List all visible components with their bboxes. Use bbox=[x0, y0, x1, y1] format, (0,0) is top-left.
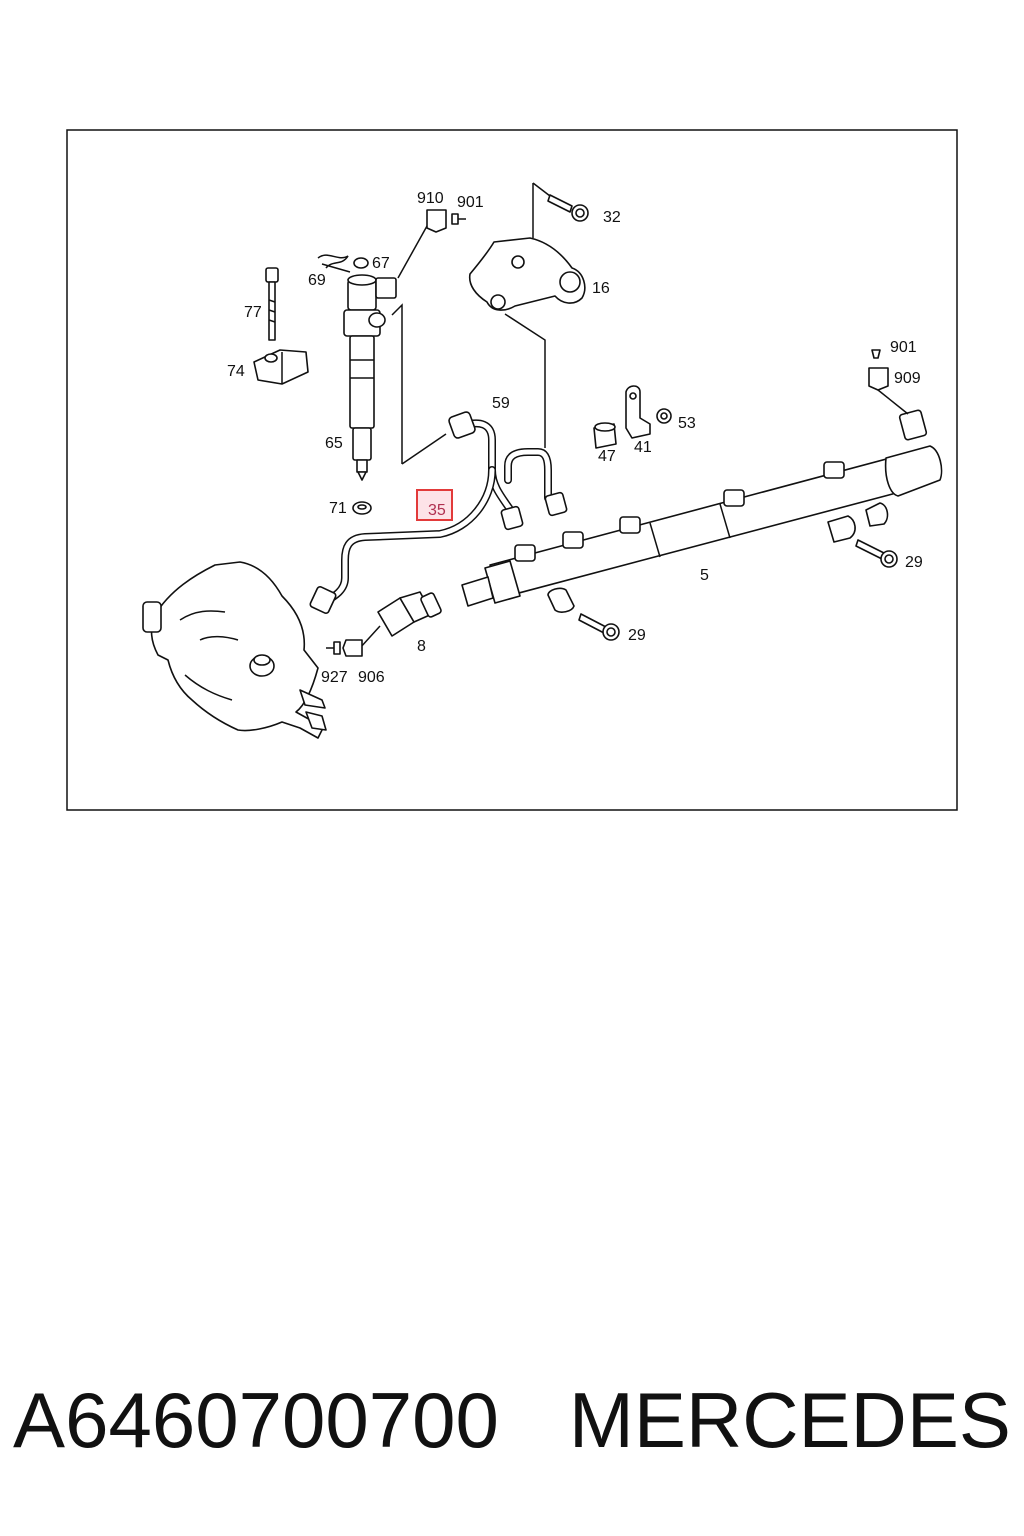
caption: A6460700700 MERCEDES bbox=[0, 1370, 1024, 1470]
bolt-32 bbox=[547, 194, 589, 222]
plug-901 bbox=[451, 213, 466, 225]
clip-47 bbox=[593, 422, 617, 449]
connector-909 bbox=[868, 367, 889, 391]
part-number: A6460700700 bbox=[13, 1375, 499, 1464]
label-67: 67 bbox=[372, 255, 390, 272]
clamp-74 bbox=[253, 349, 309, 385]
fuel-line-35 bbox=[309, 466, 496, 615]
plug-901-right bbox=[871, 349, 881, 359]
bolt-29-upper bbox=[855, 539, 898, 568]
label-5: 5 bbox=[700, 567, 709, 584]
diagram-frame bbox=[66, 129, 958, 811]
fuel-rail-5 bbox=[461, 409, 943, 613]
label-65: 65 bbox=[325, 435, 343, 452]
label-906: 906 bbox=[358, 669, 385, 686]
connector-910 bbox=[426, 209, 447, 233]
washer-67 bbox=[353, 257, 369, 269]
label-16: 16 bbox=[592, 280, 610, 297]
high-pressure-pump bbox=[142, 561, 327, 739]
bracket-41 bbox=[625, 385, 651, 439]
clip-69 bbox=[317, 254, 351, 273]
label-77: 77 bbox=[244, 304, 262, 321]
label-910: 910 bbox=[417, 190, 444, 207]
bolt-29-lower bbox=[578, 613, 620, 641]
brand-name: MERCEDES bbox=[568, 1375, 1011, 1464]
label-71: 71 bbox=[329, 500, 347, 517]
label-909: 909 bbox=[894, 370, 921, 387]
label-8: 8 bbox=[417, 638, 426, 655]
label-29-lower: 29 bbox=[628, 627, 646, 644]
connector-906 bbox=[342, 639, 363, 657]
label-47: 47 bbox=[598, 448, 616, 465]
bracket-16 bbox=[468, 237, 586, 311]
highlight-box-35[interactable]: 35 bbox=[416, 489, 453, 521]
bolt-77 bbox=[265, 267, 279, 341]
label-901-right: 901 bbox=[890, 339, 917, 356]
label-69: 69 bbox=[308, 272, 326, 289]
fuel-line-59 bbox=[448, 411, 568, 531]
label-927: 927 bbox=[321, 669, 348, 686]
label-32: 32 bbox=[603, 209, 621, 226]
label-901: 901 bbox=[457, 194, 484, 211]
label-35: 35 bbox=[428, 502, 446, 519]
label-29-upper: 29 bbox=[905, 554, 923, 571]
label-74: 74 bbox=[227, 363, 245, 380]
seal-ring-71 bbox=[352, 501, 372, 515]
nut-53 bbox=[656, 408, 672, 424]
label-41: 41 bbox=[634, 439, 652, 456]
label-53: 53 bbox=[678, 415, 696, 432]
pressure-sensor-8 bbox=[377, 591, 442, 637]
label-59: 59 bbox=[492, 395, 510, 412]
fuel-injector bbox=[343, 274, 397, 481]
plug-927 bbox=[326, 641, 341, 655]
